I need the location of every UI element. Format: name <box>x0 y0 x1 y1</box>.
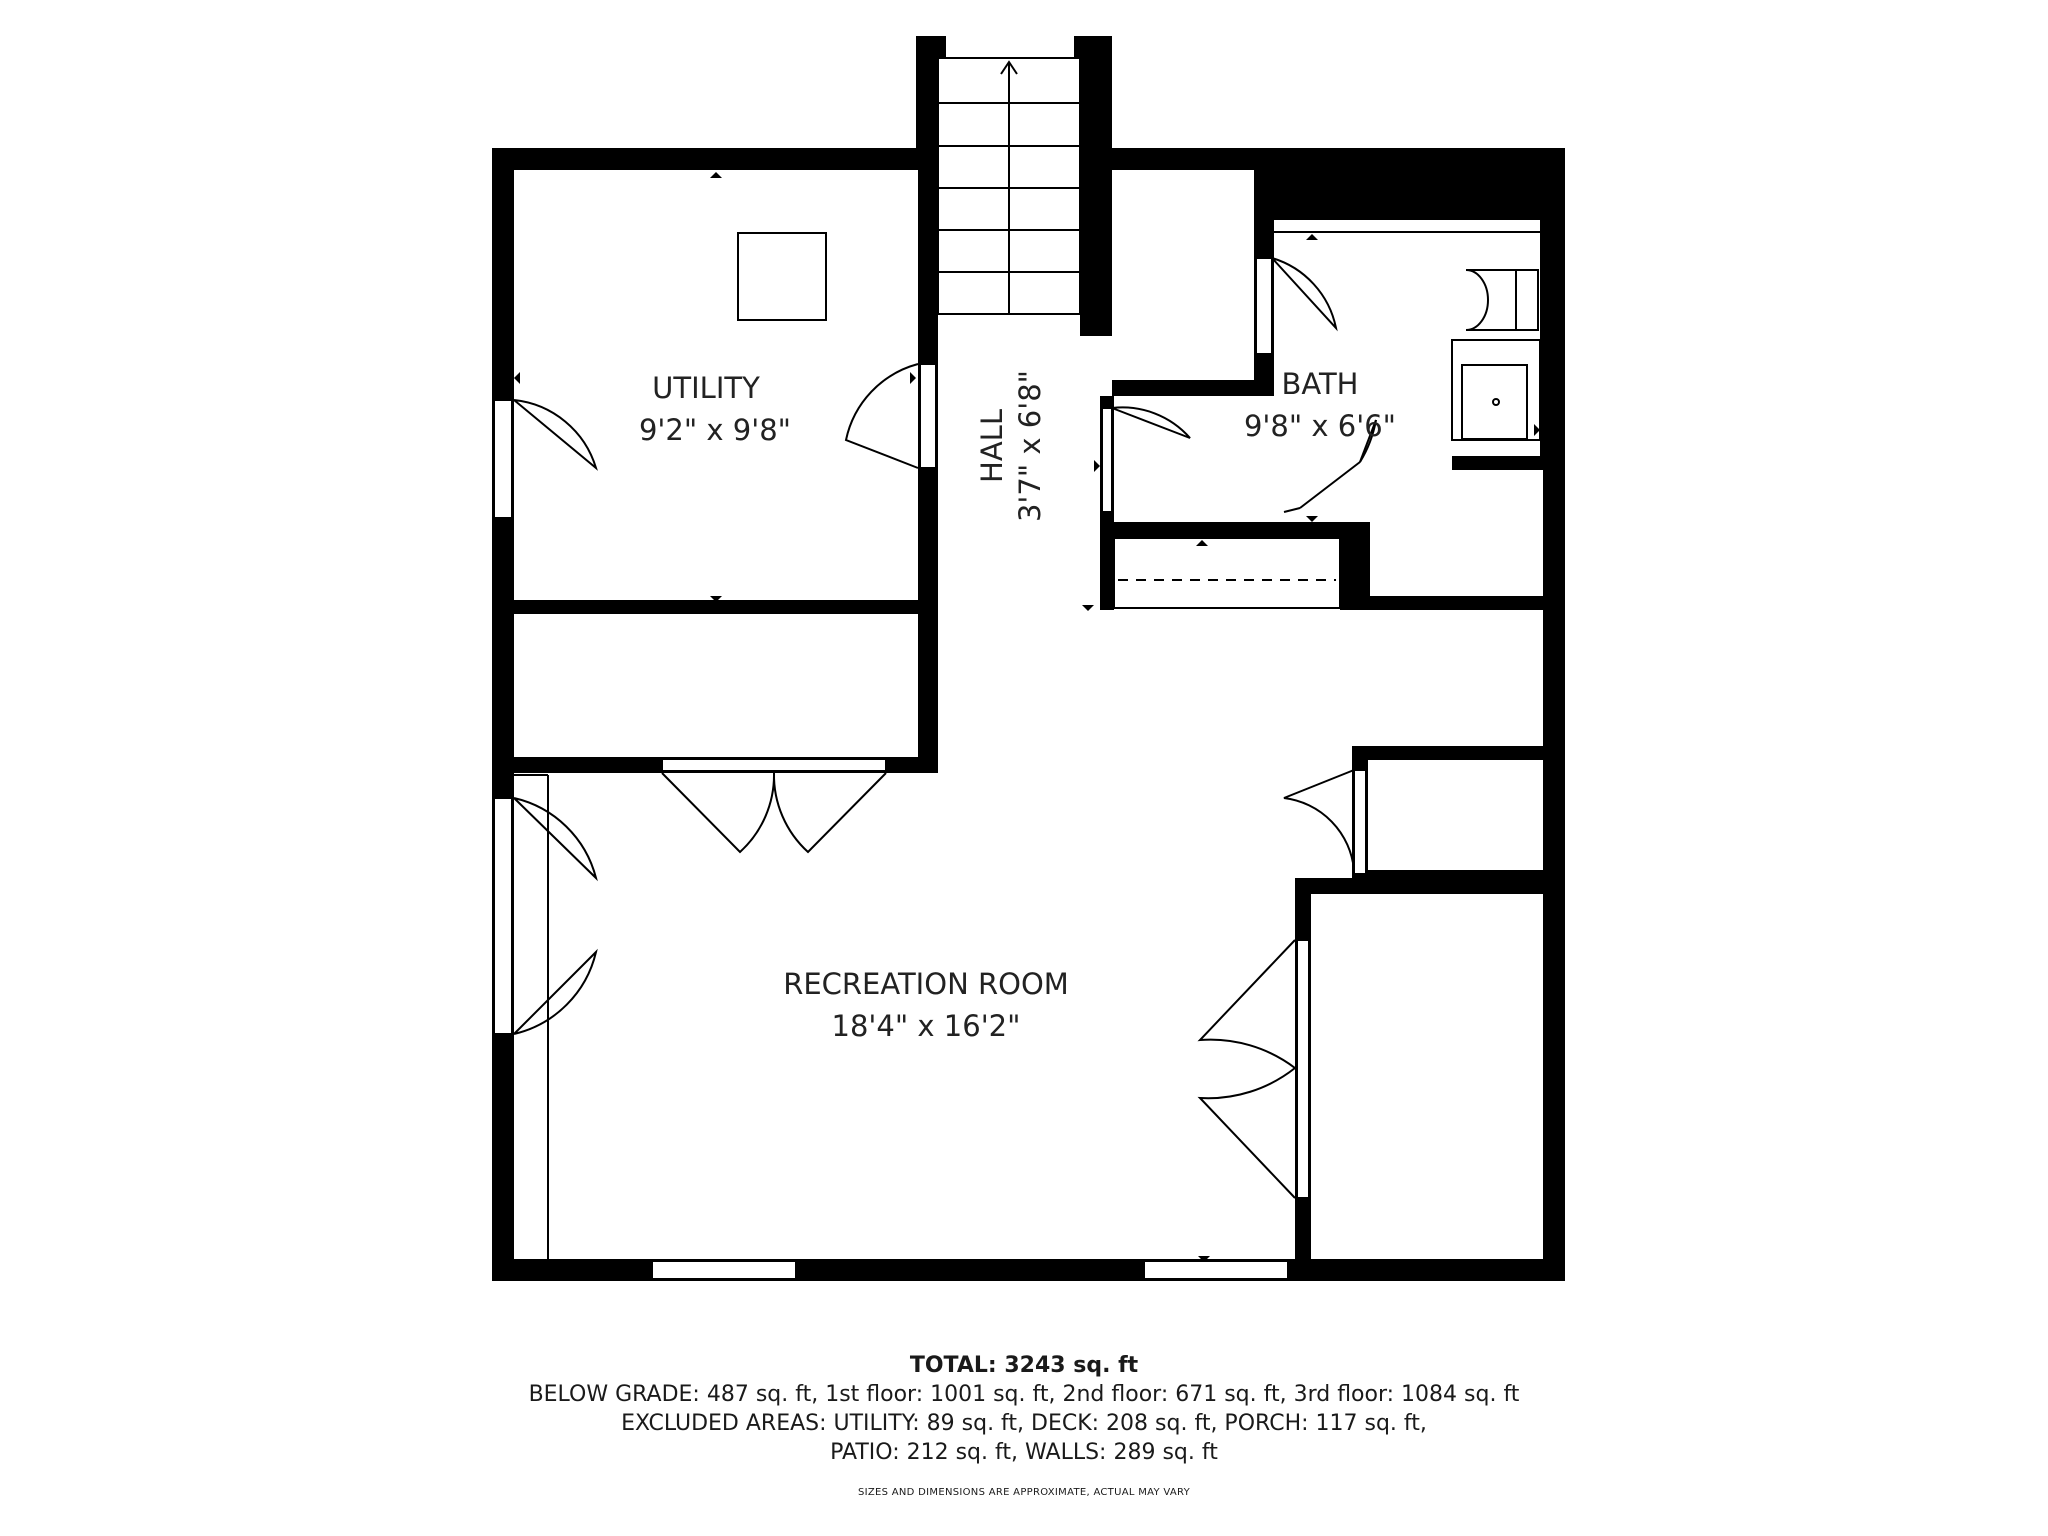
openings <box>493 257 1367 1280</box>
footer-excluded-areas-2: PATIO: 212 sq. ft, WALLS: 289 sq. ft <box>830 1440 1218 1465</box>
door-bath-diag-leaf <box>1359 419 1377 463</box>
door-swing-rec-left-bottom <box>513 948 598 1035</box>
marker-icon <box>1306 516 1318 522</box>
door-swing-right-closet <box>1283 769 1355 871</box>
wall-stair-right <box>1080 36 1112 336</box>
door-swing-storage-left <box>661 772 776 854</box>
marker-icon <box>710 596 722 602</box>
toilet-tank <box>1515 269 1539 331</box>
wall-stair-cap-right <box>1074 36 1112 58</box>
marker-icon <box>1082 605 1094 611</box>
marker-icon <box>1534 424 1540 436</box>
stair-arrow-icon <box>1000 60 1018 75</box>
window-bottom-1 <box>651 1260 797 1280</box>
recreation-dims: 18'4" x 16'2" <box>832 1009 1021 1043</box>
wall-outer-top-right-thick <box>1254 148 1565 220</box>
marker-icon <box>1094 460 1100 472</box>
door-swing-big-closet-bottom <box>1197 1067 1296 1199</box>
wall-closet-bottom <box>1112 380 1274 396</box>
sink-drain <box>1492 398 1500 406</box>
door-closet-hall <box>1101 407 1113 513</box>
wall-big-closet-top <box>1295 878 1565 894</box>
marker-icon <box>1196 540 1208 546</box>
door-swing-utility-right <box>844 363 919 469</box>
door-swing-bath <box>1271 257 1338 332</box>
wall-stair-left <box>916 36 938 170</box>
marker-icon <box>1198 1256 1210 1262</box>
window-utility-left <box>493 399 513 519</box>
door-storage-bottom <box>661 758 887 772</box>
window-rec-left <box>493 797 513 1035</box>
wall-right-closets-mid <box>1452 456 1565 470</box>
door-right-closet <box>1353 769 1367 875</box>
wall-right-closets-divider <box>1340 596 1565 610</box>
shelf-closet <box>1113 537 1341 609</box>
door-swing-storage-right <box>772 772 887 854</box>
wall-stair-cap-left <box>916 36 946 58</box>
wall-right-closet-3-top <box>1355 746 1565 760</box>
wall-bath-sink-wall <box>1540 220 1550 466</box>
wall-bath-bottom <box>1100 522 1370 538</box>
door-big-closet <box>1296 939 1310 1199</box>
walls <box>492 36 1565 1281</box>
marker-icon <box>910 372 916 384</box>
marker-icon <box>514 372 520 384</box>
wall-outer-top-left <box>492 148 938 170</box>
footer-floor-breakdown: BELOW GRADE: 487 sq. ft, 1st floor: 1001… <box>528 1382 1520 1407</box>
footer-total-value: 3243 sq. ft <box>1004 1353 1139 1378</box>
bath-dims: 9'8" x 6'6" <box>1244 409 1396 443</box>
utility-dims: 9'2" x 9'8" <box>639 413 791 447</box>
wall-utility-bottom <box>492 600 938 614</box>
window-bottom-2 <box>1143 1260 1289 1280</box>
footer-total-label: TOTAL: <box>909 1353 997 1378</box>
footer-disclaimer: SIZES AND DIMENSIONS ARE APPROXIMATE, AC… <box>857 1487 1191 1498</box>
wall-markers <box>514 172 1540 1262</box>
wall-linen-right <box>1340 522 1370 610</box>
wall-outer-left <box>492 148 514 1281</box>
recreation-name: RECREATION ROOM <box>783 967 1069 1001</box>
footer-excluded-areas-1: EXCLUDED AREAS: UTILITY: 89 sq. ft, DECK… <box>621 1411 1427 1436</box>
bath-name: BATH <box>1281 367 1358 401</box>
door-utility-right <box>919 363 937 469</box>
door-swing-utility-left <box>513 399 598 471</box>
door-swing-big-closet-top <box>1197 939 1296 1069</box>
marker-icon <box>1306 234 1318 240</box>
utility-furnace <box>737 232 827 321</box>
room-labels: UTILITY 9'2" x 9'8" BATH 9'8" x 6'6" REC… <box>639 367 1396 1043</box>
marker-icon <box>710 172 722 178</box>
sink-basin <box>1461 364 1528 440</box>
utility-name: UTILITY <box>652 371 760 405</box>
door-swing-rec-left-top <box>513 797 598 882</box>
door-bath <box>1255 257 1273 355</box>
toilet <box>1465 269 1517 331</box>
door-swing-closet-hall <box>1111 406 1191 439</box>
fixtures <box>513 57 1541 1259</box>
hall-dims: 3'7" x 6'8" <box>1013 370 1047 522</box>
footer-total: TOTAL: 3243 sq. ft <box>0 1353 2048 1378</box>
hall-name: HALL <box>975 409 1009 483</box>
